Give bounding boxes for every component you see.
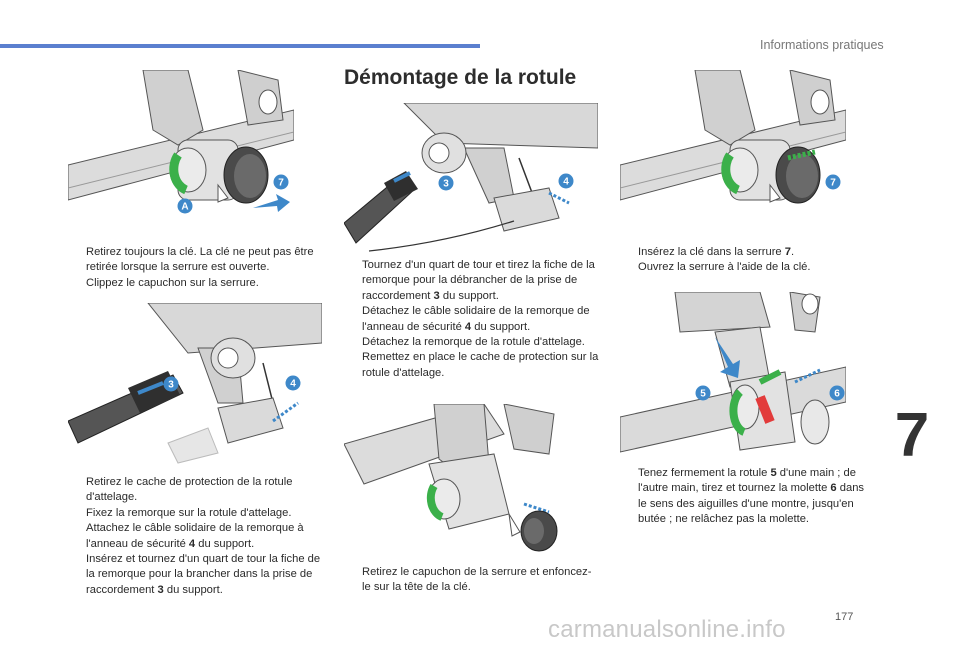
illustration-hold-ball: 5 6 <box>620 292 846 460</box>
callout-5: 5 <box>700 389 706 400</box>
list-item: Tournez d'un quart de tour et tirez la f… <box>362 259 595 302</box>
list-item: Tenez fermement la rotule 5 d'une main ;… <box>638 467 865 526</box>
callout-3: 3 <box>443 179 449 190</box>
illustration-connect-plug: 3 4 <box>68 303 322 465</box>
text-col2-block1: Tournez d'un quart de tour et tirez la f… <box>346 258 602 381</box>
callout-a: A <box>181 202 188 213</box>
list-item: Attachez le câble solidaire de la remorq… <box>86 522 304 550</box>
text-col1-block1: Retirez toujours la clé. La clé ne peut … <box>70 245 320 291</box>
list-item: Clippez le capuchon sur la serrure. <box>86 276 259 289</box>
watermark: carmanualsonline.info <box>548 616 786 643</box>
list-item: Ouvrez la serrure à l'aide de la clé. <box>638 261 811 274</box>
page-number: 177 <box>835 611 854 623</box>
list-item: Retirez toujours la clé. La clé ne peut … <box>86 246 314 274</box>
text-col3-block2: Tenez fermement la rotule 5 d'une main ;… <box>622 466 874 528</box>
list-item: Insérez la clé dans la serrure 7. <box>638 246 795 258</box>
text-col3-block1: Insérez la clé dans la serrure 7. Ouvrez… <box>622 245 872 276</box>
section-header: Informations pratiques <box>760 38 884 52</box>
callout-7: 7 <box>278 178 284 189</box>
illustration-remove-cap <box>344 404 582 556</box>
list-item: Fixez la remorque sur la rotule d'attela… <box>86 506 292 519</box>
chapter-number: 7 <box>894 401 930 470</box>
callout-4: 4 <box>563 177 569 188</box>
list-item: Insérez et tournez d'un quart de tour la… <box>86 553 321 596</box>
illustration-disconnect-plug: 3 4 <box>344 103 598 265</box>
illustration-lock-capped: 7 A <box>68 70 294 230</box>
list-item: Détachez le câble solidaire de la remorq… <box>362 305 590 333</box>
callout-6: 6 <box>834 389 840 400</box>
callout-4: 4 <box>290 379 296 390</box>
illustration-unlock: 7 <box>620 70 846 230</box>
list-item: Retirez le cache de protection de la rot… <box>86 476 293 504</box>
list-item: Retirez le capuchon de la serrure et enf… <box>362 566 592 594</box>
list-item: Remettez en place le cache de protection… <box>362 351 599 379</box>
page-title: Démontage de la rotule <box>344 66 577 89</box>
text-col2-block2: Retirez le capuchon de la serrure et enf… <box>346 565 596 596</box>
list-item: Détachez la remorque de la rotule d'atte… <box>362 336 585 349</box>
header-accent-bar <box>0 44 480 48</box>
callout-3: 3 <box>168 380 174 391</box>
text-col1-block2: Retirez le cache de protection de la rot… <box>70 475 322 598</box>
callout-7: 7 <box>830 178 836 189</box>
